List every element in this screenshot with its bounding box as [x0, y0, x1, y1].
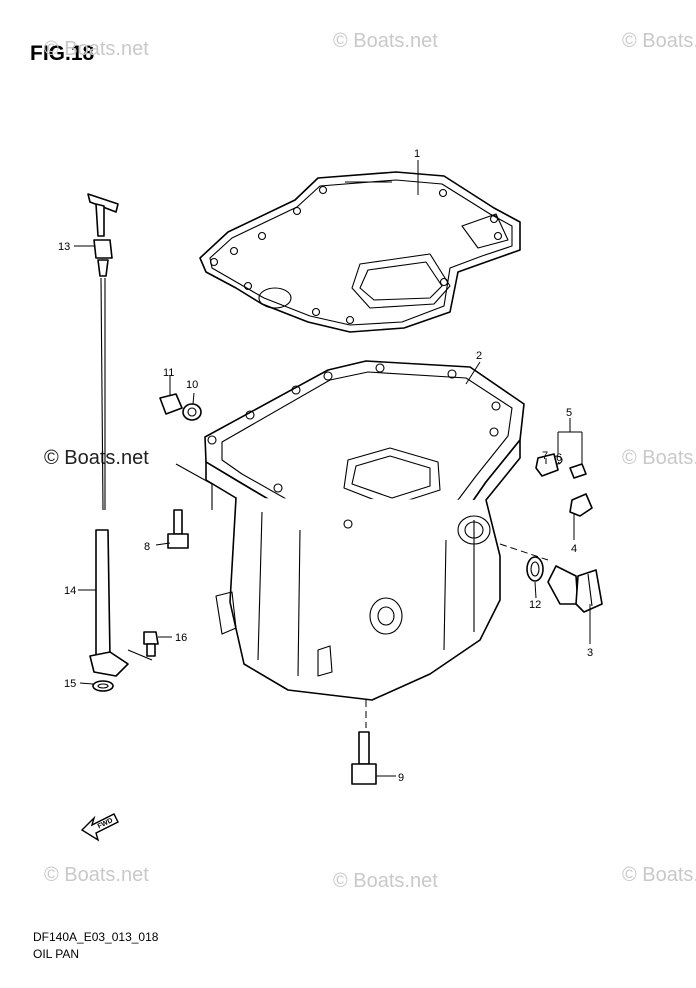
watermark: © Boats.net [44, 38, 149, 60]
callout-2: 2 [476, 350, 482, 362]
plug-part [159, 393, 183, 415]
callout-11: 11 [163, 367, 174, 379]
gasket-part [199, 171, 521, 333]
callout-12: 12 [529, 599, 541, 611]
watermark: © Boats.net [622, 447, 696, 469]
callout-13: 13 [58, 241, 70, 253]
bolt-part [351, 731, 377, 785]
watermark: © Boats.net [44, 864, 149, 886]
leader-lines [74, 160, 591, 777]
watermark: © Boats.net [44, 447, 149, 469]
o-ring-part [92, 680, 114, 692]
o-ring-part [526, 556, 544, 582]
drain-plug-part [547, 565, 603, 613]
callout-6: 6 [556, 452, 562, 464]
assembly-guide-line [499, 543, 549, 561]
callout-9: 9 [398, 772, 404, 784]
callout-5: 5 [566, 407, 572, 419]
callout-3: 3 [587, 647, 593, 659]
assembly-guide-line [127, 649, 153, 661]
dipstick-part [87, 193, 119, 511]
callout-7: 7 [542, 450, 548, 462]
callout-16: 16 [175, 632, 187, 644]
callout-1: 1 [414, 148, 420, 160]
fitting-part [535, 453, 587, 479]
callout-4: 4 [571, 543, 577, 555]
watermark: © Boats.net [622, 30, 696, 52]
bolt-part [167, 509, 189, 549]
callout-8: 8 [144, 541, 150, 553]
watermark: © Boats.net [622, 864, 696, 886]
figure-title: FIG.18 [30, 42, 95, 65]
forward-arrow-icon: FWD [80, 813, 119, 842]
assembly-guide-line [175, 463, 213, 510]
callout-14: 14 [64, 585, 76, 597]
oil-pan-part [204, 360, 525, 701]
guide-tube-part [89, 529, 129, 677]
watermark: © Boats.net [333, 30, 438, 52]
washer-part [182, 403, 202, 421]
watermark: © Boats.net [333, 870, 438, 892]
callout-10: 10 [186, 379, 198, 391]
bolt-part [143, 631, 159, 657]
plug-part [569, 493, 593, 517]
figure-name: OIL PAN [33, 947, 80, 961]
callout-15: 15 [64, 678, 76, 690]
figure-code: DF140A_E03_013_018 [33, 930, 159, 944]
